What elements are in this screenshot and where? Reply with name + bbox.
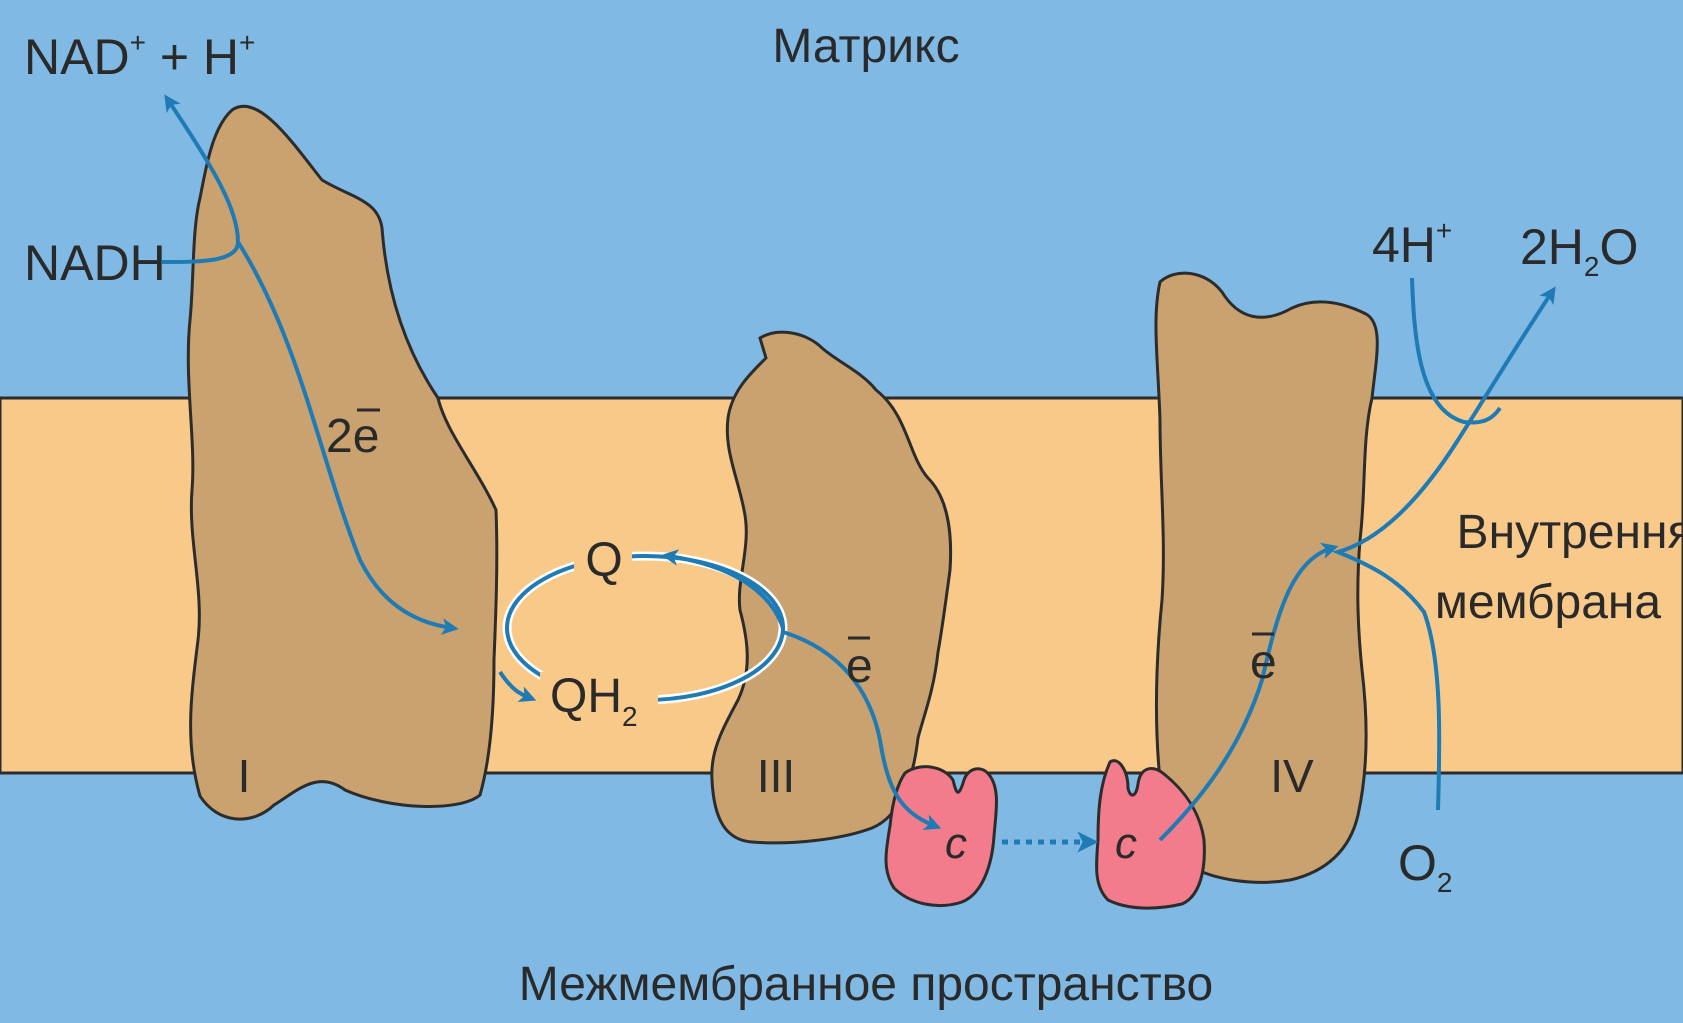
cytochrome-c-right-label: c xyxy=(1115,819,1137,868)
four-h-superscript: + xyxy=(1436,215,1452,246)
intermembrane-space-label: Межмембранное пространство xyxy=(519,958,1213,1011)
nad-base: NAD xyxy=(24,29,130,85)
nad-superscript: + xyxy=(130,27,146,58)
complex-i-label: I xyxy=(238,750,251,802)
complex-iv xyxy=(1156,273,1377,882)
inner-membrane-label-line2: мембрана xyxy=(1435,576,1662,629)
water-subscript: 2 xyxy=(1584,251,1600,282)
nad-h-join: + H xyxy=(146,29,239,85)
complex-iv-label: IV xyxy=(1270,750,1314,802)
water-pre: 2H xyxy=(1520,219,1584,275)
oxygen-subscript: 2 xyxy=(1437,867,1453,898)
ubiquinol-base: QH xyxy=(550,670,622,723)
water-label: 2H2O xyxy=(1520,219,1638,282)
inner-membrane-label-line1: Внутренняя xyxy=(1457,506,1683,559)
two-electron-label: 2e xyxy=(326,410,379,463)
ubiquinone-label: Q xyxy=(585,534,622,587)
h-superscript: + xyxy=(239,27,255,58)
electron-iii-label: e xyxy=(846,640,873,693)
cytochrome-c-left xyxy=(886,767,997,906)
ubiquinol-subscript: 2 xyxy=(622,701,638,732)
matrix-label: Матрикс xyxy=(772,20,959,73)
cytochrome-c-left-label: c xyxy=(945,819,967,868)
water-post: O xyxy=(1600,219,1639,275)
nadh-label: NADH xyxy=(24,235,166,291)
electron-iv-label: e xyxy=(1250,636,1277,689)
complex-iii-label: III xyxy=(757,750,795,802)
oxygen-base: O xyxy=(1398,835,1437,891)
four-h-base: 4H xyxy=(1372,217,1436,273)
